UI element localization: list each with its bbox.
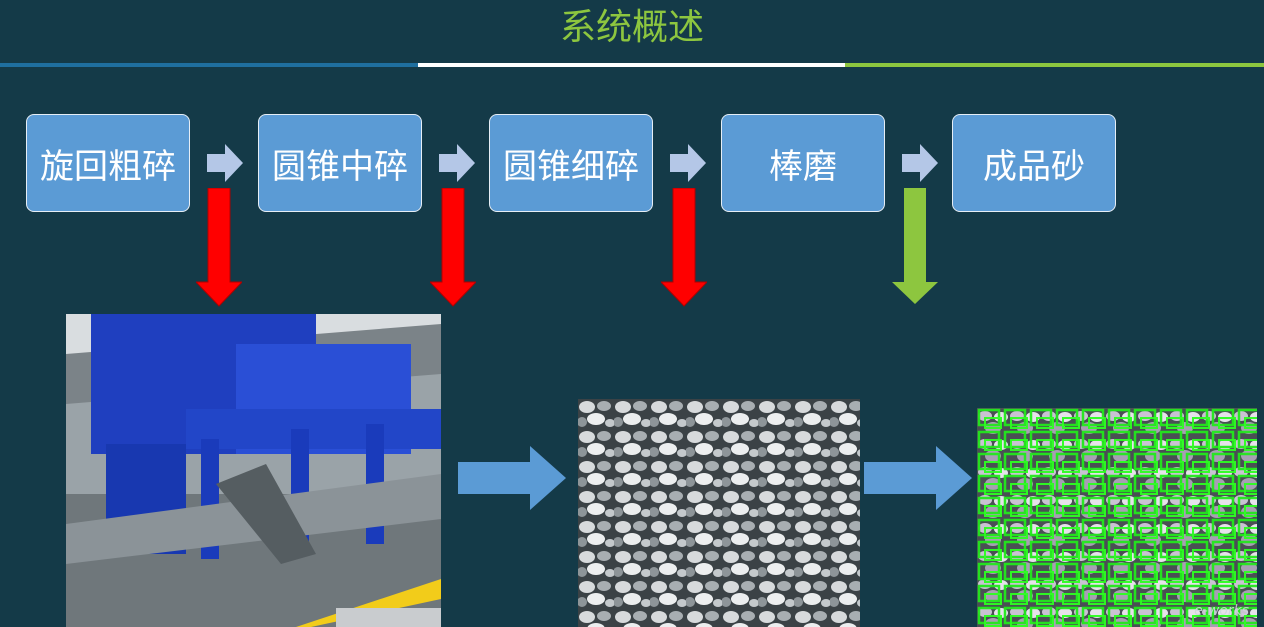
arrow-down-red-icon: [661, 188, 707, 307]
chevron-right-icon: [207, 144, 243, 182]
arrow-right-icon: [864, 446, 972, 510]
stones-photo: [578, 399, 860, 627]
divider-white: [418, 63, 845, 67]
arrow-right-icon: [458, 446, 566, 510]
watermark-logo: e-works: [1194, 603, 1249, 619]
divider-green: [845, 63, 1264, 67]
step-finished-sand: 成品砂: [952, 114, 1116, 212]
step-cone-fine-crushing: 圆锥细碎: [489, 114, 653, 212]
chevron-right-icon: [439, 144, 475, 182]
arrow-down-red-icon: [430, 188, 476, 307]
step-rod-mill: 棒磨: [721, 114, 885, 212]
arrow-down-red-icon: [196, 188, 242, 307]
step-cone-medium-crushing: 圆锥中碎: [258, 114, 422, 212]
page-title: 系统概述: [559, 7, 704, 48]
machine-photo: [66, 314, 441, 627]
chevron-right-icon: [902, 144, 938, 182]
detected-stones-photo: e-works: [977, 408, 1257, 627]
step-gyratory-crushing: 旋回粗碎: [26, 114, 190, 212]
chevron-right-icon: [670, 144, 706, 182]
arrow-down-green-icon: [892, 188, 938, 304]
divider-blue: [0, 63, 418, 67]
